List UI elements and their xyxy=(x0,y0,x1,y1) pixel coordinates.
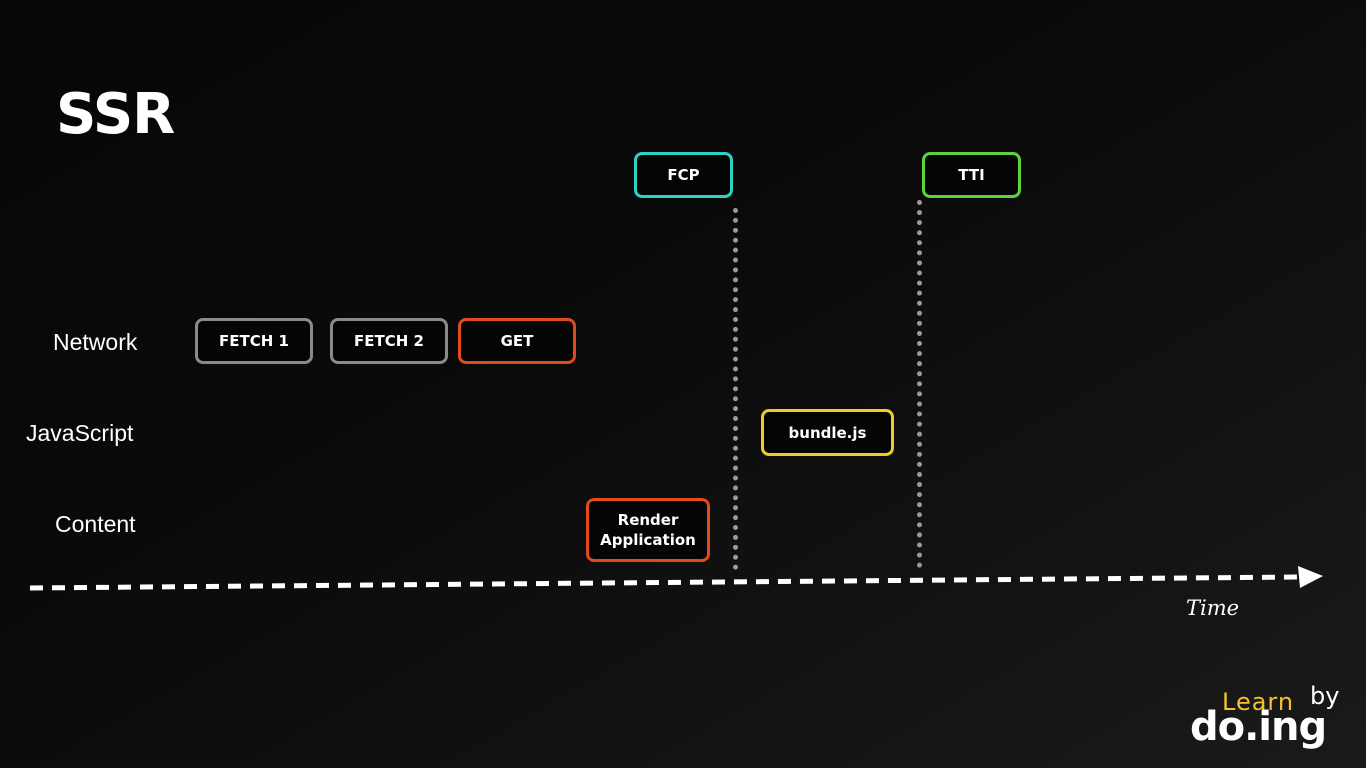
time-axis-label: Time xyxy=(1186,596,1240,620)
fcp-dotted-line xyxy=(733,208,738,570)
row-label-javascript: JavaScript xyxy=(26,420,134,446)
bundle-js-box: bundle.js xyxy=(761,409,894,456)
fcp-marker: FCP xyxy=(634,152,733,198)
time-axis-line xyxy=(29,574,1299,591)
learnbydoing-logo: Learn by do.ing xyxy=(1188,682,1358,756)
tti-dotted-line xyxy=(917,200,922,568)
row-label-content: Content xyxy=(55,511,136,537)
logo-doing-text: do.ing xyxy=(1190,704,1327,750)
tti-marker: TTI xyxy=(922,152,1021,198)
row-label-network: Network xyxy=(53,329,138,355)
render-application-box: Render Application xyxy=(586,498,710,562)
fetch-2-box: FETCH 2 xyxy=(330,318,448,364)
time-axis-arrowhead xyxy=(1298,566,1323,588)
time-axis xyxy=(29,566,1323,591)
fetch-1-box: FETCH 1 xyxy=(195,318,313,364)
get-box: GET xyxy=(458,318,576,364)
page-title: SSR xyxy=(56,82,175,147)
logo-by-text: by xyxy=(1310,682,1340,710)
logo-learn-text: Learn xyxy=(1222,688,1295,716)
